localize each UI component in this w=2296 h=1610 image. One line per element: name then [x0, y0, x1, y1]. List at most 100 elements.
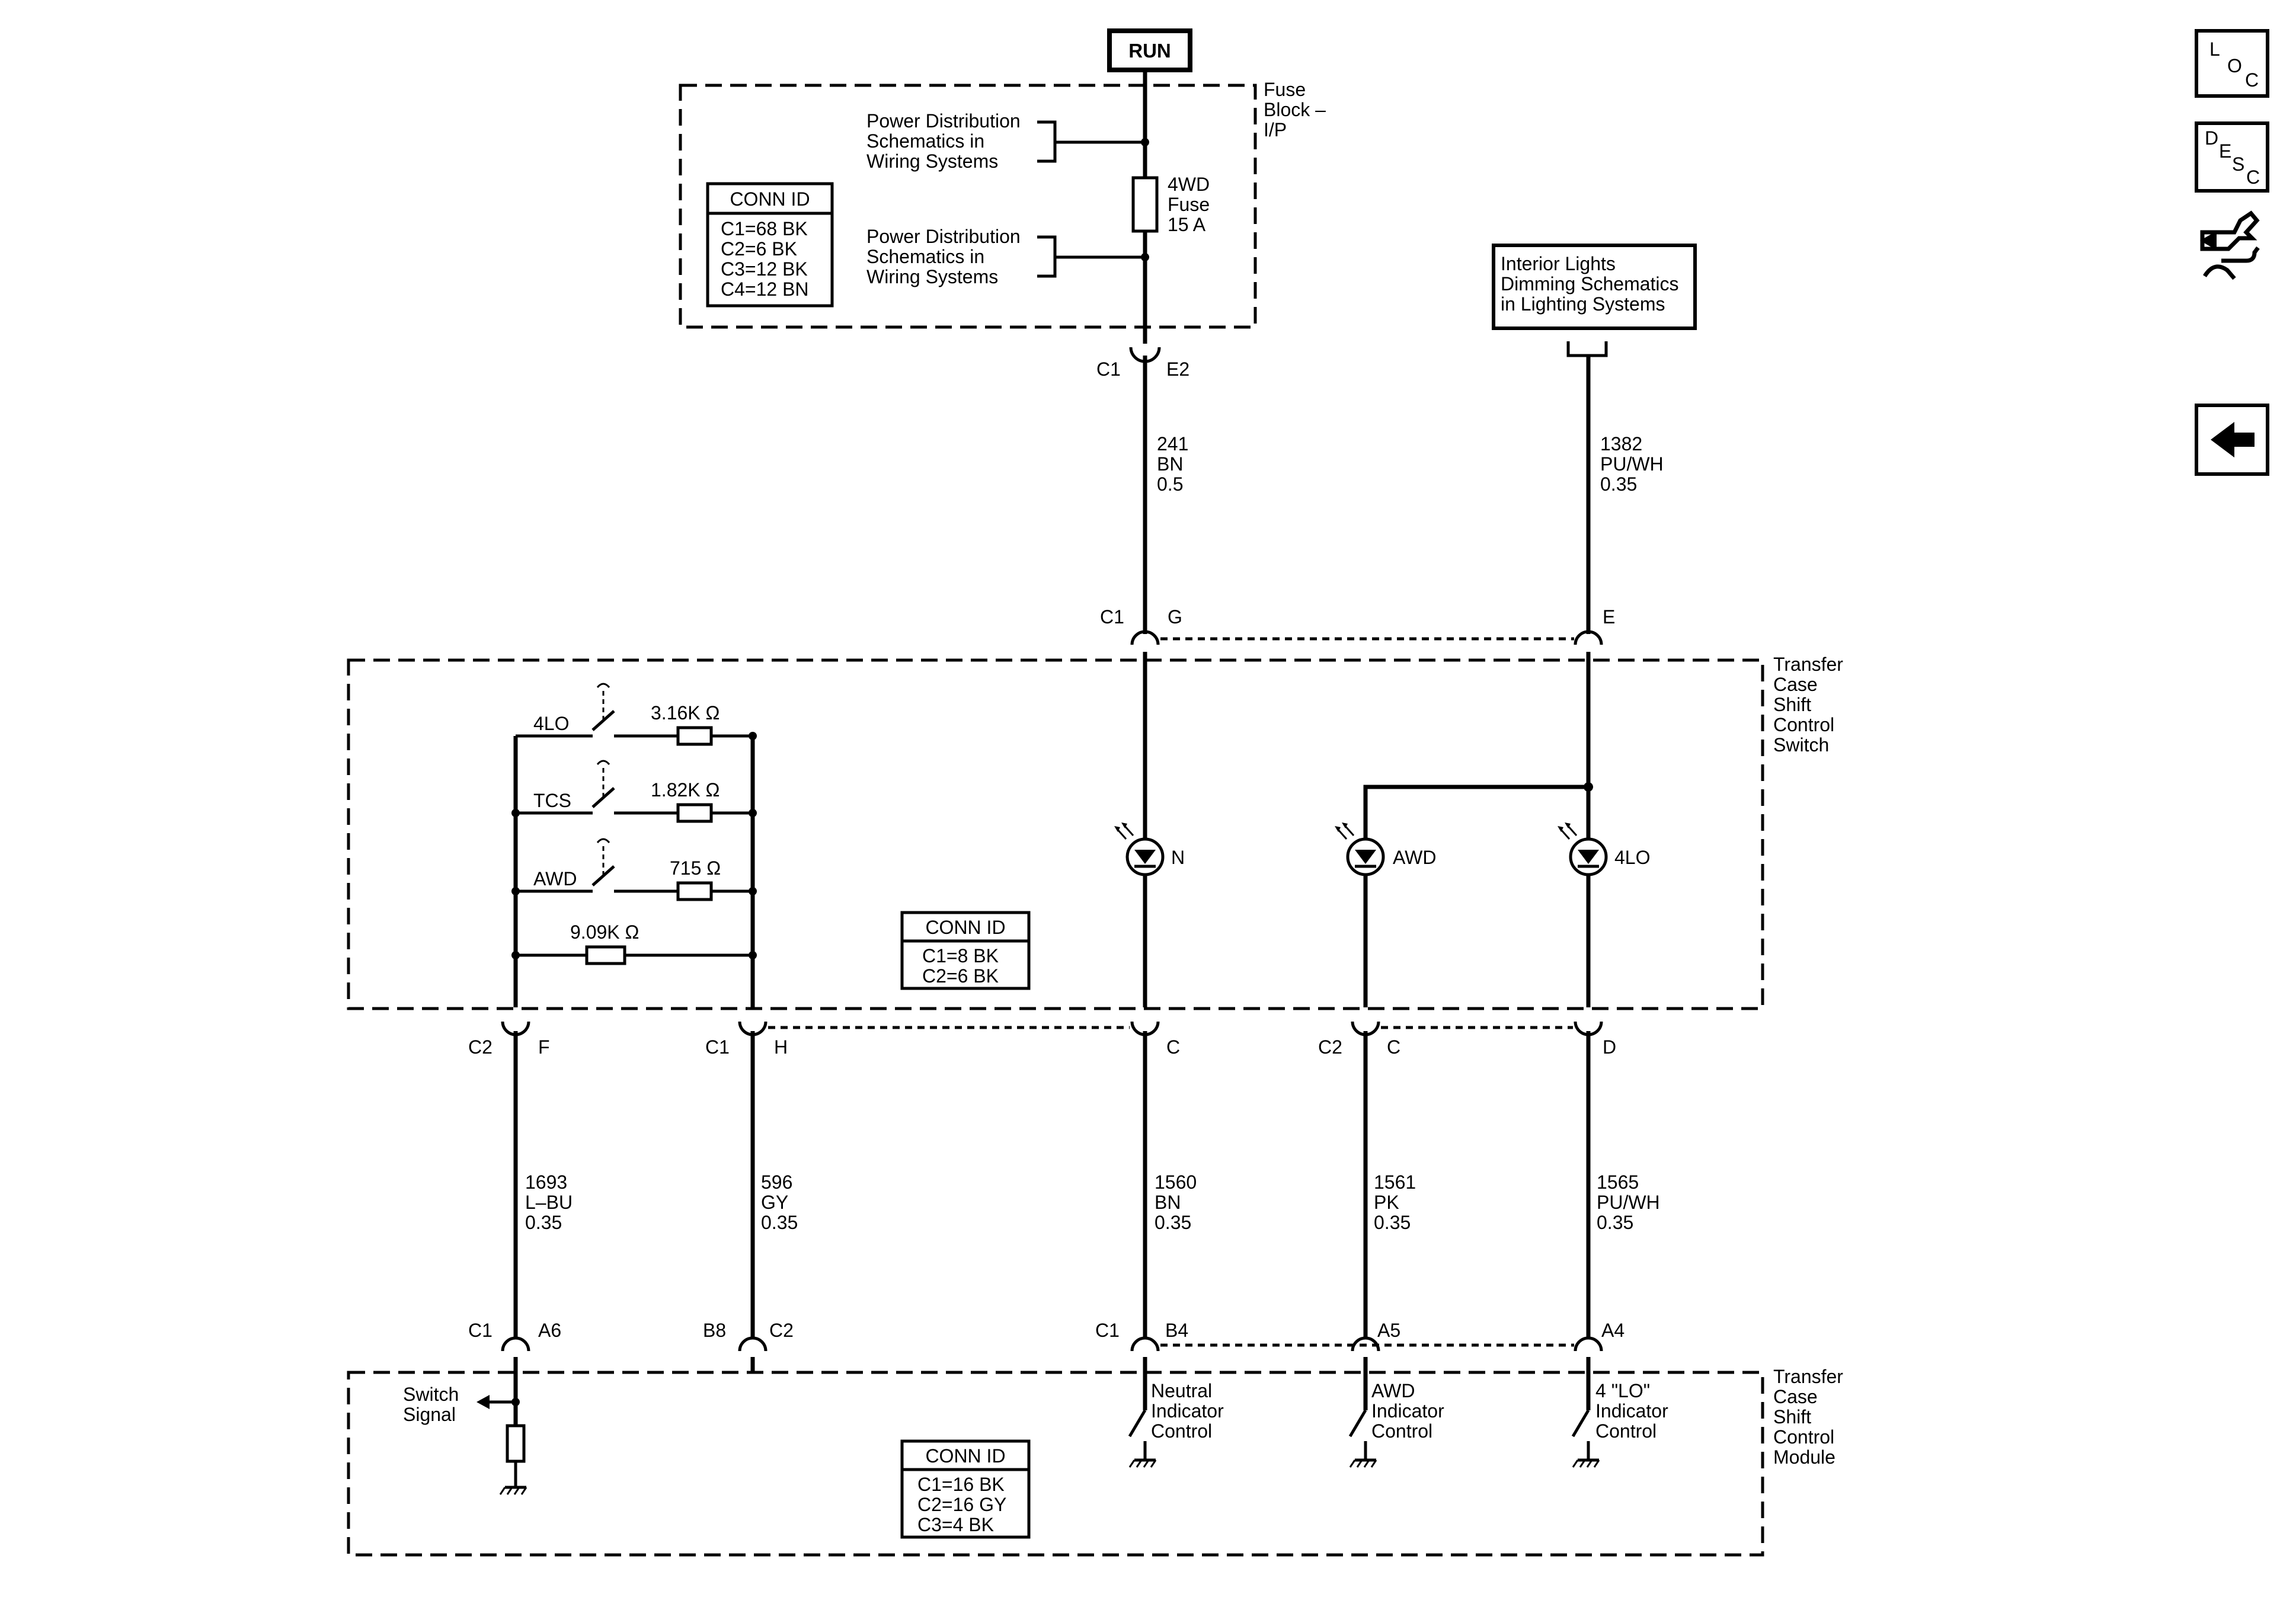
switch-tcs-label: TCS — [533, 790, 571, 811]
fuse-block-boundary — [679, 84, 1257, 329]
wire-241-l3: 0.5 — [1157, 473, 1183, 495]
switch-boundary — [347, 658, 1764, 1010]
back-button[interactable] — [2195, 404, 2269, 476]
module-title-3: Shift — [1773, 1406, 1811, 1427]
switch-title-3: Shift — [1773, 694, 1811, 715]
neutral-indicator-switch — [1128, 1357, 1157, 1468]
fuse-conn-id-1: C1=68 BK — [721, 218, 808, 239]
switch-title-2: Case — [1773, 674, 1818, 695]
led-n — [1114, 822, 1165, 876]
awd-control-l1: AWD — [1371, 1380, 1415, 1401]
switch-awd-resistor: 715 Ω — [670, 857, 721, 879]
pd-ref2-line2: Schematics in — [866, 246, 984, 267]
4lo-control-l1: 4 "LO" — [1595, 1380, 1650, 1401]
pd-ref2-bracket — [1037, 235, 1057, 278]
switch-conn-id-table — [900, 911, 1031, 990]
bottom-wires — [513, 1031, 1591, 1339]
desc-s: S — [2232, 153, 2244, 175]
run-box — [1107, 28, 1192, 72]
sw-conn-2-c: C1 — [705, 1036, 730, 1058]
pd-ref2-line1: Power Distribution — [866, 226, 1021, 247]
mod-conn-4-pin: A5 — [1377, 1320, 1400, 1341]
4lo-control-l2: Indicator — [1595, 1400, 1668, 1422]
module-conn-id-header: CONN ID — [925, 1445, 1005, 1467]
connector-view-icon[interactable] — [2200, 210, 2260, 280]
module-conn-id-1: C1=16 BK — [917, 1474, 1005, 1495]
switch-signal-l1: Switch — [403, 1384, 459, 1405]
fuse-conn-id-2: C2=6 BK — [721, 238, 797, 260]
led-n-label: N — [1171, 847, 1185, 868]
switch-tcs-resistor: 1.82K Ω — [651, 779, 720, 801]
wire-241-l1: 241 — [1157, 433, 1188, 454]
conn-g-pin: G — [1168, 606, 1182, 628]
4lo-indicator-switch — [1571, 1357, 1600, 1468]
fuse-conn-id-4: C4=12 BN — [721, 279, 809, 300]
interior-lights-ref-box — [1492, 244, 1697, 330]
loc-l: L — [2209, 39, 2220, 60]
sw-conn-4-c: C2 — [1318, 1036, 1342, 1058]
wire-led-awd — [1363, 785, 1588, 1007]
module-conn-id-2: C2=16 GY — [917, 1494, 1006, 1515]
wire-1693-l1: 1693 — [525, 1172, 567, 1193]
led-awd-label: AWD — [1393, 847, 1436, 868]
neutral-control-l2: Indicator — [1151, 1400, 1224, 1422]
wire-1382-l3: 0.35 — [1600, 473, 1637, 495]
conn-e2-pin: E2 — [1166, 359, 1189, 380]
mod-conn-2-c: B8 — [703, 1320, 726, 1341]
4lo-control-l3: Control — [1595, 1420, 1657, 1442]
fuse-conn-id-3: C3=12 BK — [721, 258, 808, 280]
loc-button[interactable]: L O C — [2195, 29, 2269, 98]
neutral-control-l1: Neutral — [1151, 1380, 1212, 1401]
resistor-9k09 — [511, 945, 757, 965]
wire-596-l3: 0.35 — [761, 1212, 798, 1233]
mod-conn-2-pin: C2 — [769, 1320, 794, 1341]
switch-conn-id-1: C1=8 BK — [922, 945, 999, 966]
interior-lights-bracket — [1566, 341, 1608, 357]
fuse-label-3: 15 A — [1168, 214, 1206, 235]
loc-c: C — [2245, 69, 2259, 91]
wire-241-l2: BN — [1157, 453, 1183, 475]
wire-1561-l1: 1561 — [1374, 1172, 1416, 1193]
desc-e: E — [2219, 140, 2231, 162]
fuse-block-title-3: I/P — [1264, 119, 1287, 140]
mod-conn-1-c: C1 — [468, 1320, 493, 1341]
pd-ref2-splice — [1141, 253, 1149, 261]
neutral-control-l3: Control — [1151, 1420, 1212, 1442]
fuse-label-1: 4WD — [1168, 174, 1210, 195]
sw-conn-5-pin: D — [1603, 1036, 1616, 1058]
switch-tcs — [511, 760, 757, 823]
wire-596-l1: 596 — [761, 1172, 792, 1193]
wire-1693-l3: 0.35 — [525, 1212, 562, 1233]
led-4lo-label: 4LO — [1614, 847, 1650, 868]
switch-4lo-label: 4LO — [533, 713, 569, 734]
interior-lights-l2: Dimming Schematics — [1501, 273, 1679, 295]
switch-4lo-resistor: 3.16K Ω — [651, 702, 720, 724]
wire-1565-l3: 0.35 — [1597, 1212, 1633, 1233]
desc-button[interactable]: D E S C — [2195, 121, 2269, 193]
wire-1565-l1: 1565 — [1597, 1172, 1639, 1193]
interior-lights-l1: Interior Lights — [1501, 253, 1616, 274]
sw-conn-1-c: C2 — [468, 1036, 493, 1058]
module-title-1: Transfer — [1773, 1366, 1843, 1387]
interior-lights-l3: in Lighting Systems — [1501, 293, 1665, 315]
led-4lo — [1558, 822, 1608, 876]
module-title-5: Module — [1773, 1446, 1835, 1468]
pd-ref1-line1: Power Distribution — [866, 110, 1021, 132]
module-conn-id-3: C3=4 BK — [917, 1514, 994, 1535]
wire-1561-l3: 0.35 — [1374, 1212, 1411, 1233]
module-conn-id-table — [900, 1439, 1031, 1539]
conn-e-pin: E — [1603, 606, 1615, 628]
mod-conn-1-pin: A6 — [538, 1320, 561, 1341]
switch-title-4: Control — [1773, 714, 1834, 735]
pd-ref2-line3: Wiring Systems — [866, 266, 998, 287]
desc-c: C — [2246, 167, 2260, 188]
sw-conn-4-pin: C — [1387, 1036, 1400, 1058]
wire-1560-l1: 1560 — [1155, 1172, 1197, 1193]
switch-title-1: Transfer — [1773, 654, 1843, 675]
switch-title-5: Switch — [1773, 734, 1829, 756]
splice-led-common — [1584, 782, 1593, 792]
conn-g-c: C1 — [1100, 606, 1124, 628]
loc-o: O — [2227, 55, 2242, 76]
desc-d: D — [2205, 127, 2218, 149]
